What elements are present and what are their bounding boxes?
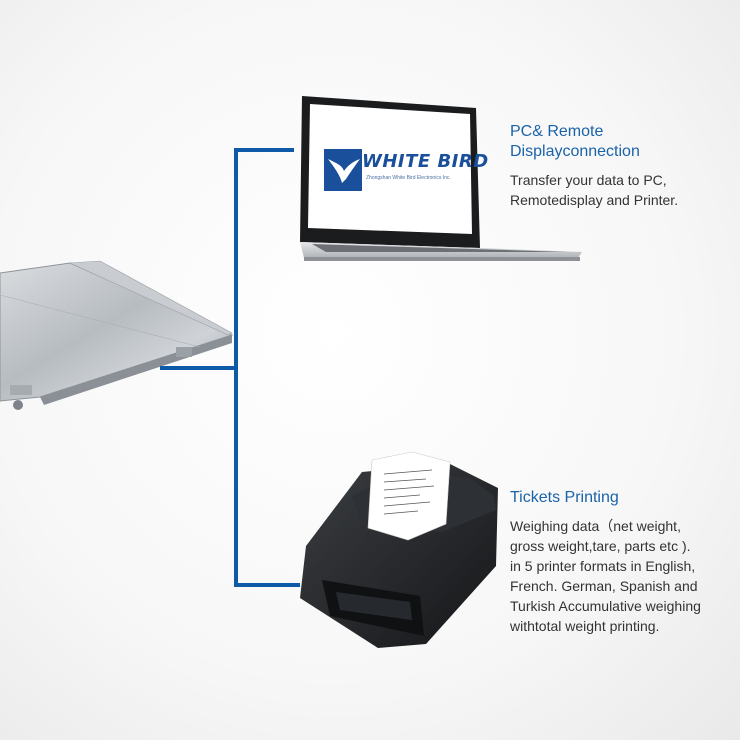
desc-line: in 5 printer formats in English, <box>510 558 696 574</box>
pc-remote-section: PC& Remote Displayconnection Transfer yo… <box>510 122 710 210</box>
pc-remote-description: Transfer your data to PC, Remotedisplay … <box>510 170 710 210</box>
desc-line: French. German, Spanish and <box>510 578 698 594</box>
tickets-printing-section: Tickets Printing Weighing data（net weigh… <box>510 488 735 636</box>
laptop-screen-brand-sub: Zhongshan White Bird Electronics Inc. <box>366 175 451 181</box>
tickets-printing-heading: Tickets Printing <box>510 488 735 508</box>
desc-line: Turkish Accumulative weighing <box>510 598 701 614</box>
heading-line: Tickets Printing <box>510 489 619 506</box>
receipt-printer-icon <box>300 451 498 648</box>
laptop-screen-brand: WHITE BIRD <box>362 151 489 172</box>
laptop-icon <box>300 96 582 261</box>
desc-line: Transfer your data to PC, <box>510 172 667 188</box>
desc-line: Remotedisplay and Printer. <box>510 192 679 208</box>
desc-line: Weighing data（net weight, <box>510 518 681 534</box>
bird-logo-icon <box>324 149 362 191</box>
pc-remote-heading: PC& Remote Displayconnection <box>510 122 710 162</box>
desc-line: withtotal weight printing. <box>510 618 660 634</box>
desc-line: gross weight,tare, parts etc ). <box>510 538 691 554</box>
heading-line: PC& Remote <box>510 123 604 140</box>
tickets-printing-description: Weighing data（net weight, gross weight,t… <box>510 516 735 636</box>
platform-scale-icon <box>0 260 234 410</box>
heading-line: Displayconnection <box>510 143 640 160</box>
